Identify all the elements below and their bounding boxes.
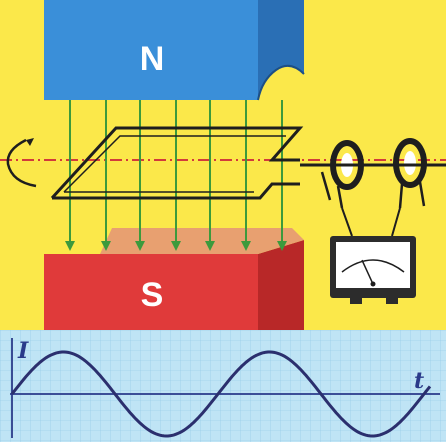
south-magnet: S	[44, 228, 304, 330]
current-axis-label: I	[17, 338, 29, 364]
north-magnet: N	[44, 0, 305, 101]
north-pole-label: N	[140, 40, 165, 78]
time-axis-label: t	[414, 368, 424, 394]
slip-rings	[300, 138, 446, 209]
current-time-graph: I t	[0, 330, 446, 442]
sine-wave	[10, 350, 432, 438]
coil-loop	[50, 126, 304, 200]
galvanometer-icon	[330, 207, 416, 304]
south-pole-label: S	[141, 276, 164, 314]
rotation-arrow-icon	[6, 138, 37, 188]
magnetic-field-lines	[65, 100, 287, 251]
